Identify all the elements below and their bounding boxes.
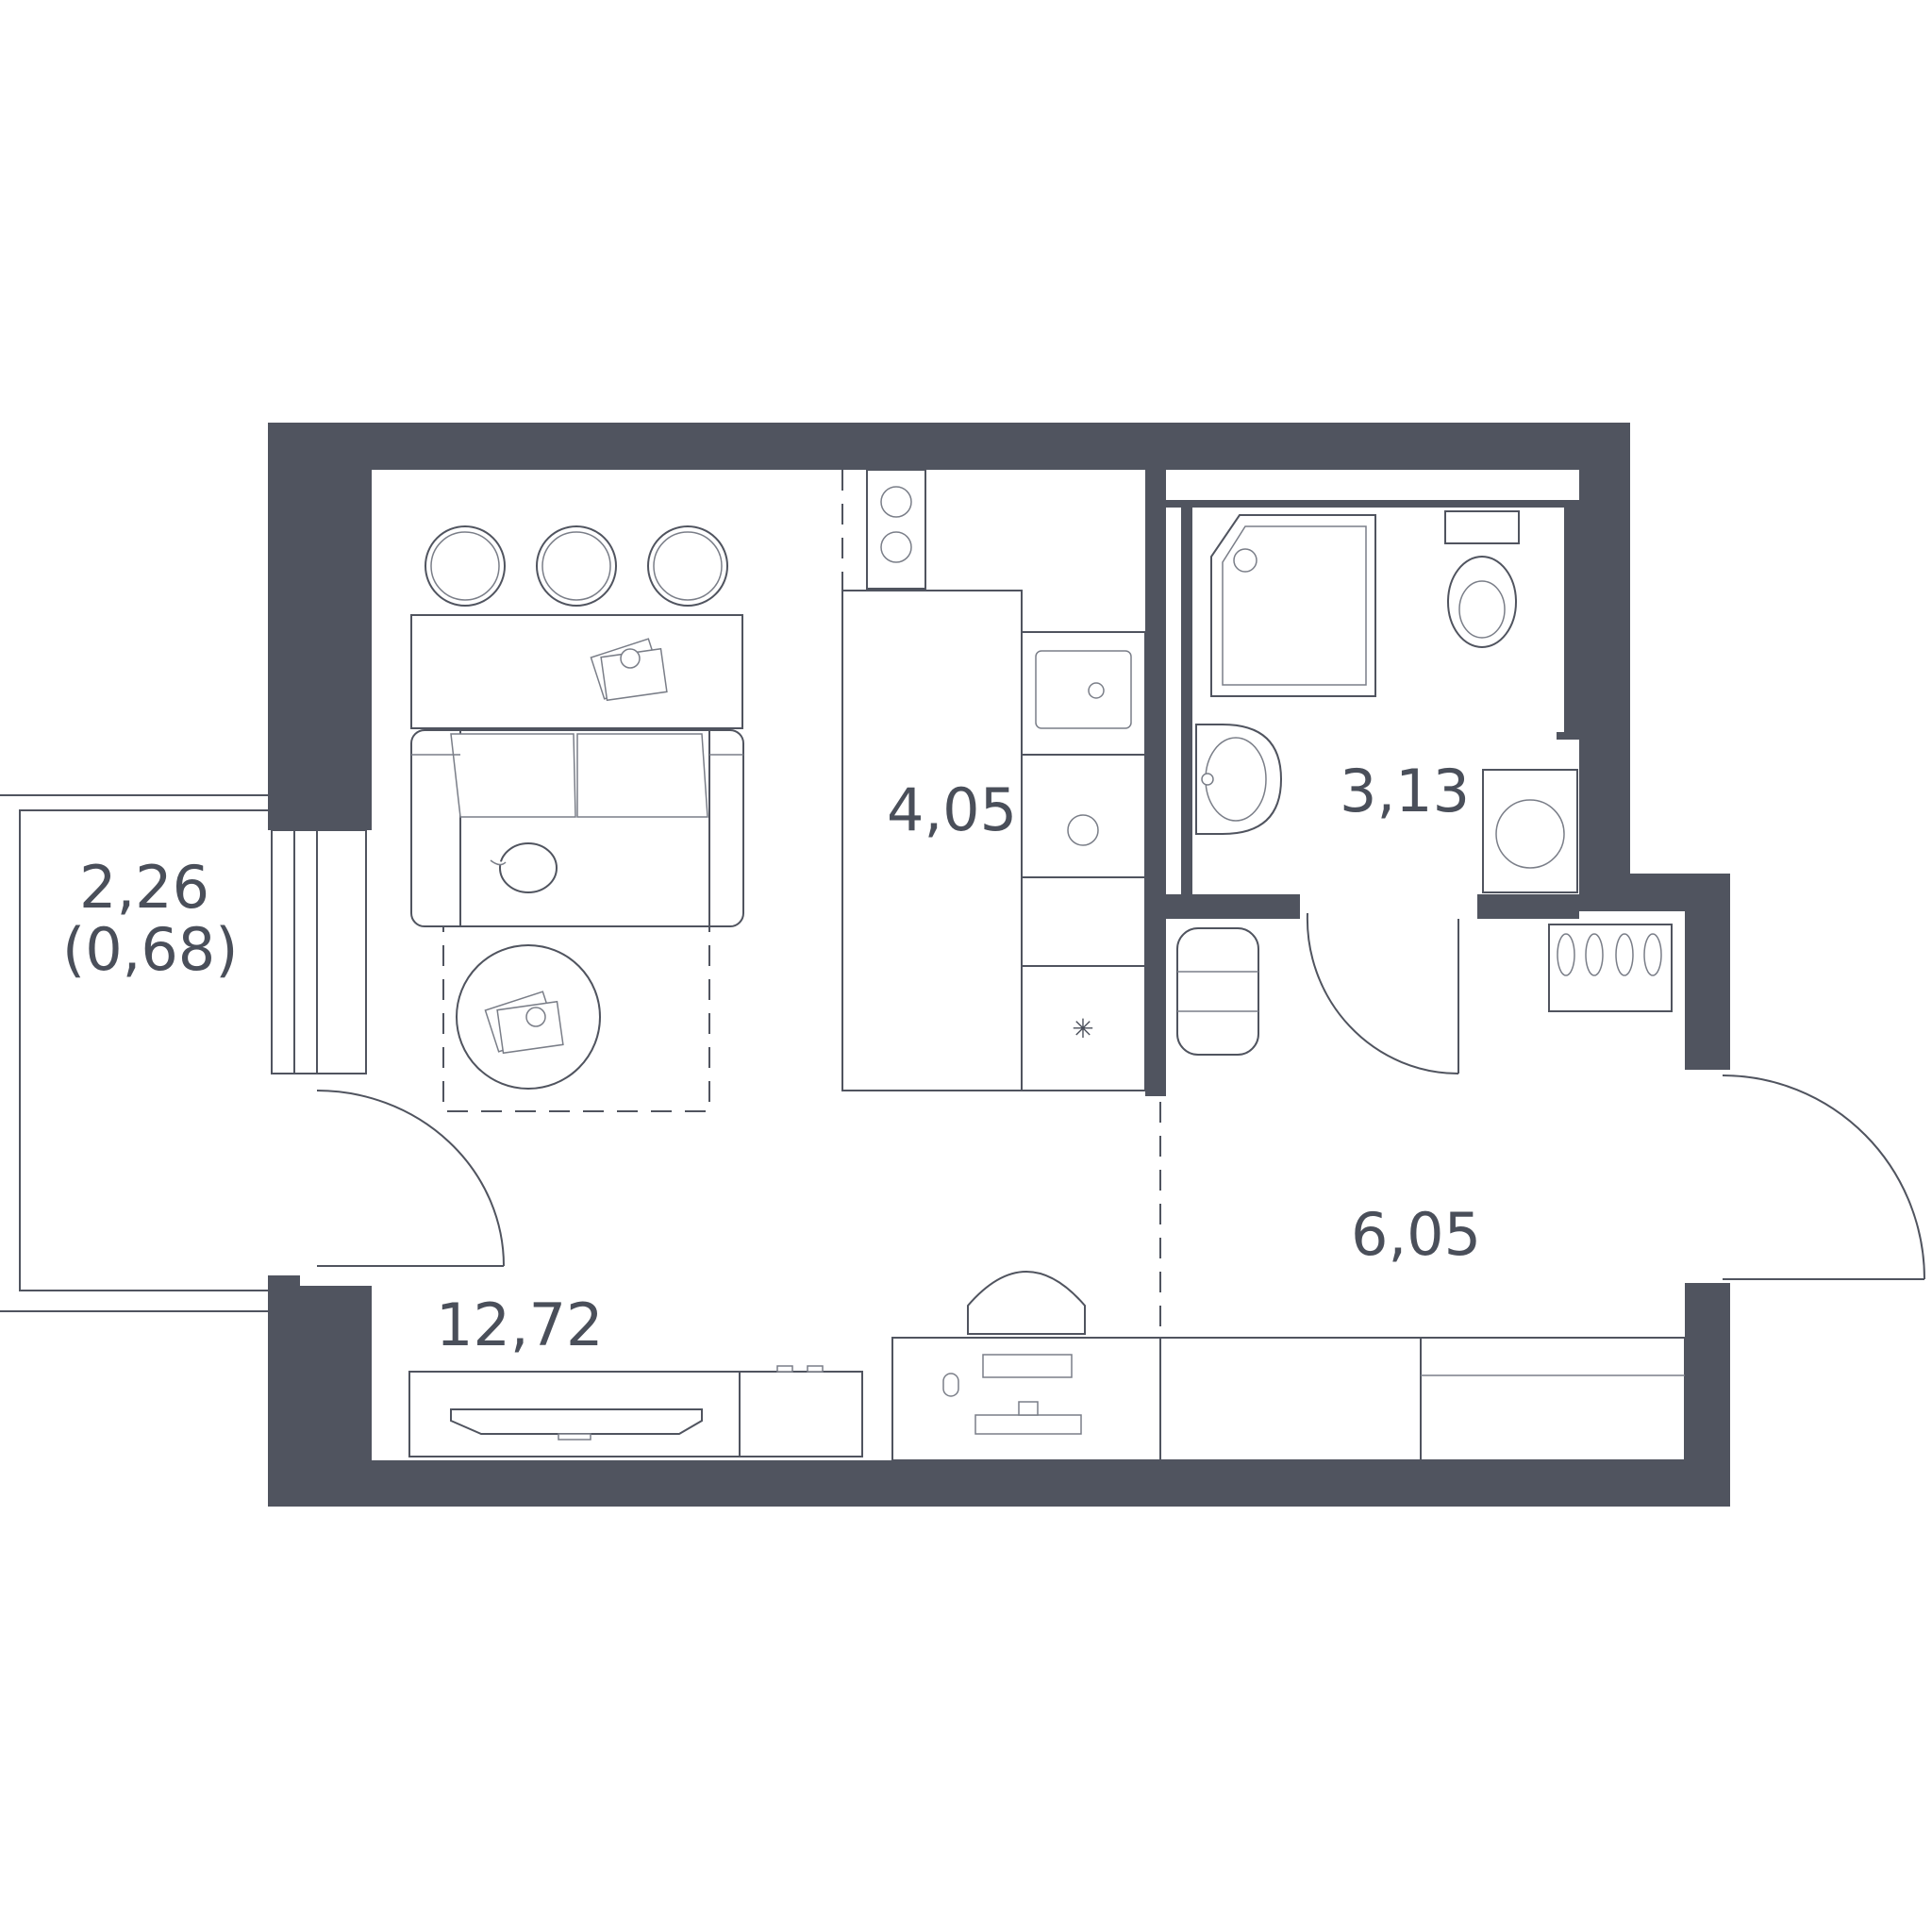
area-labels: 4,05 3,13 6,05 12,72 2,26 (0,68) <box>62 757 1481 1359</box>
keyboard <box>982 1354 1073 1378</box>
monitor <box>974 1414 1082 1435</box>
living-room-furniture <box>408 525 863 1457</box>
entrance-door[interactable] <box>1722 1074 1925 1280</box>
mouse <box>942 1373 959 1397</box>
magazine-icon <box>484 991 564 1055</box>
cabinet <box>1021 876 1146 967</box>
living-area-label: 12,72 <box>436 1291 604 1359</box>
refrigerator <box>1021 965 1146 1091</box>
pouf <box>1176 927 1259 1056</box>
washing-machine <box>1482 769 1578 893</box>
hall-area-label: 6,05 <box>1351 1200 1481 1269</box>
kitchen-area-label: 4,05 <box>887 775 1017 844</box>
magazine-icon <box>590 638 668 702</box>
cat-icon <box>490 842 558 893</box>
balcony-reduced-area-label: (0,68) <box>62 915 238 984</box>
walls <box>268 423 1730 1507</box>
washbasin <box>1195 724 1283 835</box>
balcony-area-label: 2,26 <box>79 853 209 922</box>
shoe-rack <box>1548 924 1673 1012</box>
bathroom-area-label: 3,13 <box>1340 757 1470 825</box>
chair <box>967 1271 1086 1335</box>
wardrobe <box>1159 1337 1422 1461</box>
bathroom-door[interactable] <box>1306 912 1459 1074</box>
sink <box>1035 650 1132 729</box>
snowflake-icon: ✳ <box>1072 1013 1093 1044</box>
tv <box>450 1408 703 1435</box>
balcony <box>0 794 367 1312</box>
cabinet <box>739 1371 863 1457</box>
hall <box>1159 924 1925 1461</box>
desk-area <box>891 1271 1161 1461</box>
sofa <box>410 729 744 927</box>
kitchen: ✳ <box>841 469 1146 1091</box>
bathroom <box>1195 510 1578 1074</box>
toilet <box>1444 510 1520 648</box>
kitchen-island <box>841 590 1023 1091</box>
balcony-door[interactable] <box>316 1090 505 1267</box>
bar-table <box>410 614 743 729</box>
wardrobe-open <box>1420 1337 1686 1461</box>
balcony-window <box>271 829 367 1074</box>
